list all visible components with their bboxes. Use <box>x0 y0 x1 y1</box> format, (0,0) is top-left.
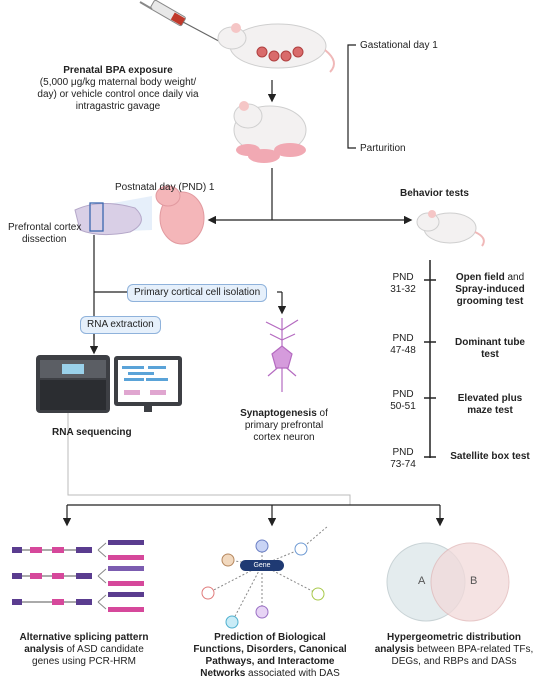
timeline-end-label: Parturition <box>360 143 406 154</box>
behavior-mouse-icon <box>416 210 485 247</box>
hypergeo-bold-1: Hypergeometric distribution <box>387 632 521 643</box>
gene-node: Gene <box>240 560 284 571</box>
test-2-bold-1: Dominant tube <box>455 337 525 348</box>
exposure-line-1: (5,000 μg/kg maternal body weight/ <box>39 77 197 88</box>
test-2-bold-2: test <box>481 349 499 360</box>
gene-network <box>201 525 329 629</box>
hypergeo-normal-2: between BPA-related TFs, <box>414 644 534 655</box>
splicing-bold-2: analysis <box>24 644 64 655</box>
sequencer-icon <box>36 355 110 413</box>
exposure-title: Prenatal BPA exposure <box>63 65 173 76</box>
test-1-bold-1: Open field <box>455 272 505 283</box>
behavior-pnd-2: PND 47-48 <box>386 333 420 357</box>
synaptogenesis-bold: Synaptogenesis <box>240 408 317 419</box>
venn-label-a: A <box>418 575 426 587</box>
dissection-line-2: dissection <box>22 234 67 245</box>
syringe-icon <box>139 0 229 47</box>
behavior-test-3: Elevated plus maze test <box>440 393 540 417</box>
behavior-pnd-1: PND 31-32 <box>386 272 420 296</box>
synaptogenesis-line-3: cortex neuron <box>253 432 315 443</box>
prediction-caption: Prediction of Biological Functions, Diso… <box>180 632 360 680</box>
pnd-1-word: PND <box>392 272 414 283</box>
pnd1-label: Postnatal day (PND) 1 <box>115 182 215 193</box>
line-seq-to-branch <box>67 380 351 505</box>
venn-diagram <box>386 542 510 622</box>
prediction-bold-3: Pathways, and Interactome <box>205 656 335 667</box>
test-1-bold-3: grooming test <box>456 296 524 307</box>
pregnant-mouse-icon <box>217 23 335 73</box>
pup-with-brain-icon <box>74 185 205 245</box>
pnd-1-range: 31-32 <box>390 284 416 295</box>
mother-with-pups-icon <box>233 101 307 163</box>
timeline-bracket <box>347 44 356 149</box>
hypergeo-caption: Hypergeometric distribution analysis bet… <box>370 632 538 668</box>
test-3-bold-2: maze test <box>467 405 513 416</box>
synaptogenesis-line-2: primary prefrontal <box>244 420 324 431</box>
rna-sequencing-label: RNA sequencing <box>52 427 132 438</box>
neuron-icon <box>265 318 299 392</box>
rna-extraction-pill: RNA extraction <box>80 316 161 334</box>
hypergeo-bold-2: analysis <box>374 644 415 655</box>
synaptogenesis-label: Synaptogenesis of primary prefrontal cor… <box>225 408 343 444</box>
test-4-bold-1: Satellite box test <box>450 451 530 462</box>
behavior-test-2: Dominant tube test <box>440 337 540 361</box>
splicing-normal-2: of ASD candidate <box>63 644 144 655</box>
pnd-4-word: PND <box>392 447 414 458</box>
venn-label-b: B <box>470 575 478 587</box>
behavior-test-4: Satellite box test <box>440 451 540 463</box>
behavior-title: Behavior tests <box>400 188 469 199</box>
behavior-pnd-3: PND 50-51 <box>386 389 420 413</box>
exposure-line-2: day) or vehicle control once daily via <box>37 89 199 100</box>
prediction-normal-4: associated with DAS <box>245 668 340 679</box>
test-3-bold-1: Elevated plus <box>457 393 523 404</box>
cell-isolation-pill: Primary cortical cell isolation <box>127 284 268 302</box>
splicing-diagram <box>12 540 144 612</box>
synaptogenesis-of: of <box>316 408 328 419</box>
hypergeo-normal-3: DEGs, and RBPs and DASs <box>391 656 517 667</box>
prediction-bold-2: Functions, Disorders, Canonical <box>193 644 347 655</box>
timeline-start-label: Gastational day 1 <box>360 40 438 51</box>
exposure-line-3: intragastric gavage <box>75 101 161 112</box>
test-1-and: and <box>504 272 525 283</box>
prediction-bold-4: Networks <box>200 668 246 679</box>
pnd-3-range: 50-51 <box>390 401 416 412</box>
pnd-2-word: PND <box>392 333 414 344</box>
dissection-line-1: Prefrontal cortex <box>8 222 82 233</box>
behavior-pnd-4: PND 73-74 <box>386 447 420 471</box>
splicing-bold-1: Alternative splicing pattern <box>19 632 149 643</box>
pnd-3-word: PND <box>392 389 414 400</box>
behavior-test-1: Open field and Spray-induced grooming te… <box>440 272 540 308</box>
dissection-label: Prefrontal cortex dissection <box>8 222 81 246</box>
prediction-bold-1: Prediction of Biological <box>214 632 326 643</box>
pnd-4-range: 73-74 <box>390 459 416 470</box>
splicing-normal-3: genes using PCR-HRM <box>32 656 136 667</box>
exposure-text: Prenatal BPA exposure (5,000 μg/kg mater… <box>8 65 228 113</box>
test-1-bold-2: Spray-induced <box>455 284 525 295</box>
monitor-icon <box>114 356 182 412</box>
splicing-caption: Alternative splicing pattern analysis of… <box>4 632 164 668</box>
pnd-2-range: 47-48 <box>390 345 416 356</box>
